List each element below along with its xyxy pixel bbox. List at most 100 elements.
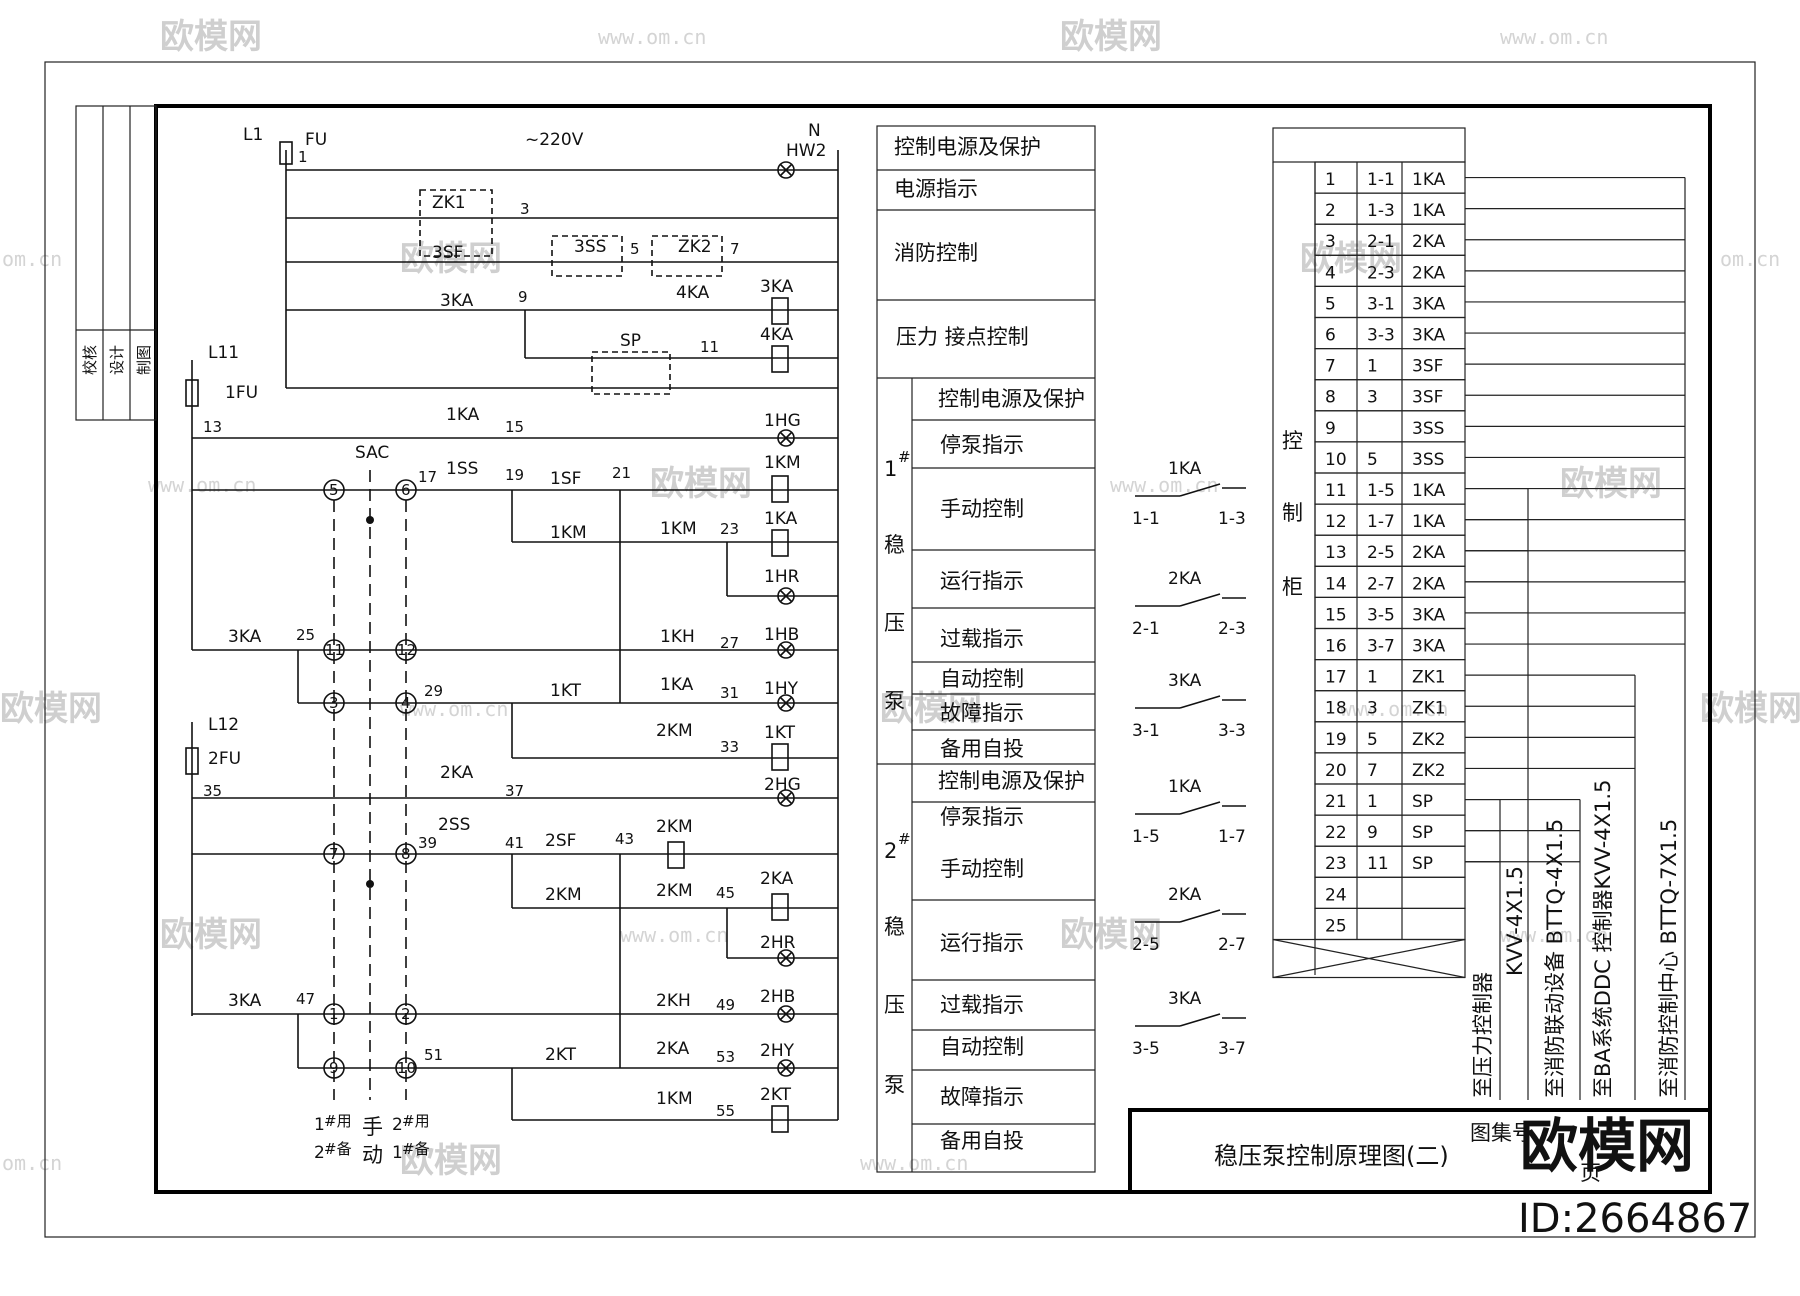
terminal-cell: 1-3 [1367,201,1395,221]
comp-3ka-b: 3KA [228,627,262,647]
label-sac: SAC [355,443,389,463]
terminal-cell: ZK1 [1412,699,1446,719]
terminal-cell: ZK2 [1412,761,1446,781]
watermark-url: om.cn [1720,247,1780,271]
label-l11: L11 [208,343,239,363]
contact-left: 3-5 [1132,1039,1160,1059]
comp-zk1: ZK1 [432,193,466,213]
pump2-label-1: 2 [884,839,897,863]
comp-2ka-b: 2KA [656,1039,690,1059]
terminal-cell: ZK2 [1412,730,1446,750]
svg-text:#备: #备 [402,1140,430,1158]
watermark-brand: 欧模网 [1700,689,1800,729]
pump1-label-3: 稳 [884,533,905,557]
watermark-brand: 欧模网 [160,17,262,57]
drawing-frame [154,104,1712,1194]
terminal-cell: 3KA [1412,637,1446,657]
terminal-cell: 3 [1367,388,1378,408]
terminal-row: 24 [1314,876,1466,909]
left-title-strip: 校核 设计 制图 [75,105,157,421]
comp-2hr: 2HR [760,933,796,953]
node-21: 21 [612,464,631,482]
terminal-cell: 2 [1325,201,1336,221]
terminal-cell: 14 [1325,574,1347,594]
label-hw2: HW2 [786,141,826,161]
contact-left: 1-1 [1132,509,1160,529]
cabinet-label: 制 [1282,501,1303,525]
node-3: 3 [520,200,530,218]
function-table: 控制电源及保护 电源指示 消防控制 压力 接点控制 1 # 稳 压 泵 控制电源… [876,125,1096,1173]
outer-border [44,61,1756,1238]
terminal-cell: 10 [1325,450,1347,470]
watermark-brand: 欧模网 [160,915,262,955]
svg-text:1: 1 [314,1115,325,1135]
node-31: 31 [720,684,739,702]
watermark-layer: 欧模网 www.om.cn 欧模网 www.om.cn om.cn 欧模网 欧模… [0,17,1800,1181]
comp-1km-d: 1KM [656,1089,693,1109]
comp-1ka-b: 1KA [660,675,694,695]
pump1-label-4: 压 [884,611,905,635]
contact-right: 2-7 [1218,935,1246,955]
node-5: 5 [630,240,640,258]
cable-label-kvv: KVV-4X1.5 [1503,866,1527,976]
terminal-cell: 11 [1325,481,1347,501]
watermark-url: www.om.cn [598,25,706,49]
term-circle-12: 12 [397,641,416,659]
pump1-row: 运行指示 [940,569,1024,593]
watermark-url: www.om.cn [400,697,508,721]
terminal-cell: 2-5 [1367,543,1395,563]
node-43: 43 [615,830,634,848]
terminal-cell: 22 [1325,823,1347,843]
selector-switch-labels: 1 #用 2 #备 手 动 2 #用 1 #备 [314,1112,430,1167]
cabinet-label: 柜 [1282,575,1303,599]
contact-name: 3KA [1168,671,1202,691]
pump2-row: 备用自投 [940,1129,1024,1153]
watermark-brand: 欧模网 [400,1141,502,1181]
node-15: 15 [505,418,524,436]
svg-text:#备: #备 [324,1140,352,1158]
node-37: 37 [505,782,524,800]
watermark-brand: 欧模网 [400,239,502,279]
title-block: 稳压泵控制原理图(二) 图集号 页 [1128,1108,1712,1194]
svg-text:#用: #用 [324,1112,352,1130]
terminal-cell: 3-7 [1367,637,1395,657]
node-7: 7 [730,240,740,258]
pump2-label-3: 稳 [884,915,905,939]
terminal-cell: 9 [1325,419,1336,439]
terminal-cell: 1KA [1412,201,1446,221]
watermark-brand: 欧模网 [650,464,752,504]
terminal-cell: 3 [1325,232,1336,252]
terminal-cell: 1 [1367,357,1378,377]
svg-text:手: 手 [362,1115,383,1139]
terminal-cell: 3-1 [1367,294,1395,314]
terminal-cell: 5 [1325,294,1336,314]
schematic: L1 FU 1 ~220V N HW2 ZK1 3 3KA 3SF 3SS 5 … [185,121,839,1167]
comp-3ka-c: 3KA [228,991,262,1011]
terminal-cell: 7 [1367,761,1378,781]
terminal-cell: 3-5 [1367,605,1395,625]
contact-left: 2-1 [1132,619,1160,639]
watermark-url: www.om.cn [860,1151,968,1175]
fn-top-0: 控制电源及保护 [894,135,1041,159]
watermark-url: om.cn [2,1151,62,1175]
comp-1km-b: 1KM [660,519,697,539]
watermark-brand: 欧模网 [0,689,102,729]
pump1-label-1: 1 [884,457,897,481]
terminal-cell: 1-7 [1367,512,1395,532]
comp-3sf: 3SF [432,243,463,263]
pump2-row: 自动控制 [940,1035,1024,1059]
terminal-cell: 2-3 [1367,263,1395,283]
pump2-label-5: 泵 [884,1073,905,1097]
contact-right: 3-3 [1218,721,1246,741]
node-17: 17 [418,468,437,486]
terminal-cell: 5 [1367,450,1378,470]
